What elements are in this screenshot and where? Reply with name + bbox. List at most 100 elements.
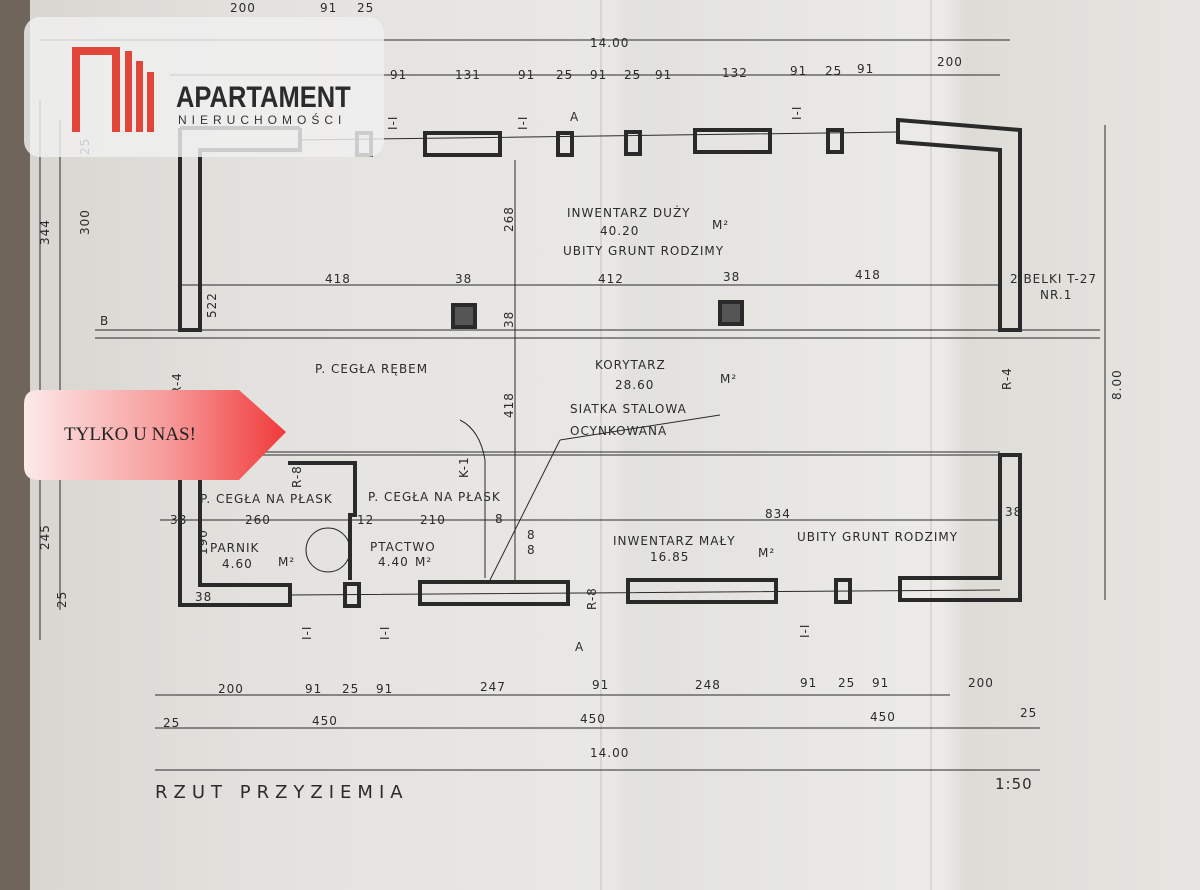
logo-mark-icon	[72, 47, 154, 132]
dim: 450	[870, 710, 896, 724]
dim: 91	[872, 676, 890, 690]
plan-scale: 1:50	[995, 775, 1033, 793]
dim: 25	[163, 716, 181, 730]
dim: 25	[624, 68, 642, 82]
dim: 8	[527, 543, 536, 557]
room-unit: M²	[415, 555, 433, 569]
room-unit: M²	[712, 218, 730, 232]
dim: 210	[420, 513, 446, 527]
room-note: UBITY GRUNT RODZIMY	[563, 244, 725, 258]
dim: 25	[357, 1, 375, 15]
room-area: 16.85	[650, 550, 690, 564]
room-unit: M²	[758, 546, 776, 560]
dim: 248	[695, 678, 721, 692]
section-mark: I-I	[378, 625, 392, 640]
dim: 91	[390, 68, 408, 82]
agency-logo: APARTAMENT NIERUCHOMOŚCI	[24, 17, 384, 157]
badge-text: TYLKO U NAS!	[64, 424, 196, 445]
dim: 91	[305, 682, 323, 696]
dim: 131	[455, 68, 481, 82]
dim: 245	[38, 524, 52, 550]
room-area: 4.60	[222, 557, 253, 571]
section-mark: I-I	[516, 115, 530, 130]
door-mark: R-8	[290, 465, 304, 488]
wall	[898, 453, 1022, 602]
room-name: INWENTARZ DUŻY	[567, 206, 691, 220]
dim: 418	[502, 392, 516, 418]
dim: 418	[855, 268, 881, 282]
total-width-bottom: 14.00	[590, 746, 630, 760]
total-width-top: 14.00	[590, 36, 630, 50]
dim: 834	[765, 507, 791, 521]
logo-title: APARTAMENT	[176, 81, 351, 114]
door-mark: R-4	[1000, 367, 1014, 390]
dim: 200	[937, 55, 963, 69]
room-area: 28.60	[615, 378, 655, 392]
door-mark: R-8	[585, 587, 599, 610]
plan-title: RZUT PRZYZIEMIA	[155, 782, 409, 803]
room-unit: M²	[720, 372, 738, 386]
column	[718, 300, 744, 326]
dim: 91	[655, 68, 673, 82]
height-right: 8.00	[1110, 369, 1124, 400]
dim: 247	[480, 680, 506, 694]
dim: 91	[320, 1, 338, 15]
dim: 412	[598, 272, 624, 286]
dim: 38	[170, 513, 188, 527]
dim: 450	[580, 712, 606, 726]
dim: 25	[556, 68, 574, 82]
room-note: UBITY GRUNT RODZIMY	[797, 530, 959, 544]
section-mark: I-I	[798, 623, 812, 638]
room-name: INWENTARZ MAŁY	[613, 534, 736, 548]
dim: 200	[968, 676, 994, 690]
section-mark: B	[100, 314, 110, 328]
wall	[178, 126, 302, 332]
dim: 38	[1005, 505, 1023, 519]
dim: 8	[527, 528, 536, 542]
room-unit: M²	[278, 555, 296, 569]
section-mark: A	[570, 110, 580, 124]
note: P. CEGŁA RĘBEM	[315, 362, 429, 376]
dim: 25	[838, 676, 856, 690]
note: P. CEGŁA NA PŁASK	[200, 492, 333, 506]
wall	[896, 117, 1022, 332]
note: 2 BELKI T-27	[1010, 272, 1097, 286]
dim: 91	[590, 68, 608, 82]
dim: 8	[495, 512, 504, 526]
note: SIATKA STALOWA	[570, 402, 687, 416]
note: OCYNKOWANA	[570, 424, 668, 438]
door-mark: K-1	[457, 456, 471, 478]
exclusive-badge: TYLKO U NAS!	[24, 390, 286, 480]
dim: 344	[38, 219, 52, 245]
dim: 91	[592, 678, 610, 692]
dim: 38	[502, 310, 516, 328]
dim: 25	[55, 590, 69, 608]
dim: 132	[722, 66, 748, 80]
window-pier	[693, 128, 772, 154]
note: P. CEGŁA NA PŁASK	[368, 490, 501, 504]
dim: 91	[800, 676, 818, 690]
section-mark: I-I	[300, 625, 314, 640]
dim: 190	[196, 529, 210, 555]
room-area: 40.20	[600, 224, 640, 238]
dim: 25	[342, 682, 360, 696]
room-name: KORYTARZ	[595, 358, 666, 372]
dim: 200	[218, 682, 244, 696]
window-pier	[423, 131, 502, 157]
dim: 522	[205, 292, 219, 318]
dim: 91	[857, 62, 875, 76]
section-mark: I-I	[386, 115, 400, 130]
dim: 91	[518, 68, 536, 82]
badge-shape	[24, 390, 286, 480]
section-mark: I-I	[790, 105, 804, 120]
dim: 38	[455, 272, 473, 286]
dim: 25	[825, 64, 843, 78]
paper-fold	[930, 0, 932, 890]
dim: 25	[1020, 706, 1038, 720]
note: NR.1	[1040, 288, 1073, 302]
room-name: PTACTWO	[370, 540, 436, 554]
room-name: PARNIK	[210, 541, 260, 555]
dim: 450	[312, 714, 338, 728]
dim: 268	[502, 206, 516, 232]
